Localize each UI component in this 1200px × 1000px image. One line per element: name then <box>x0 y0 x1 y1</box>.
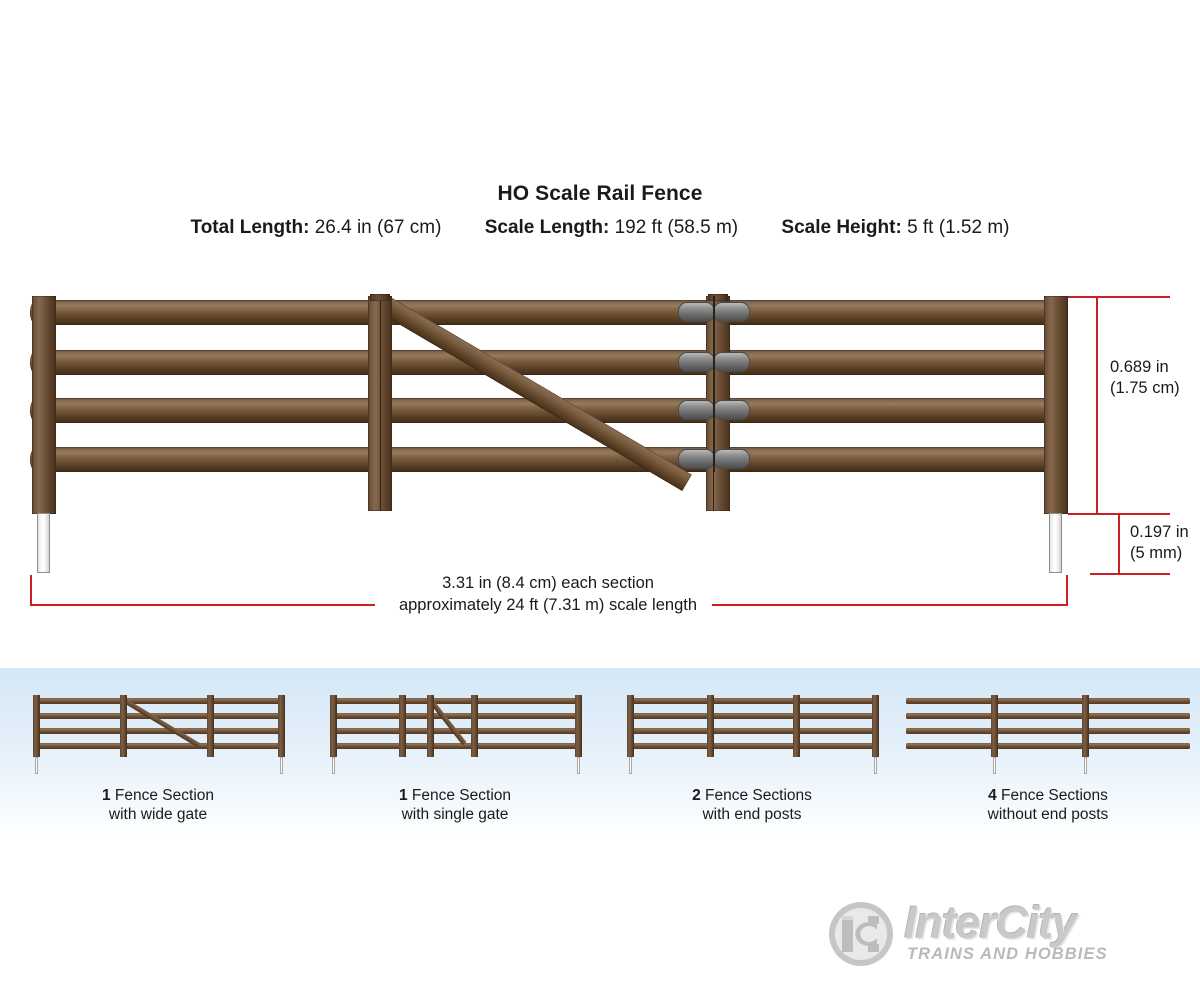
fence-rail-top <box>32 300 1068 325</box>
variant-no-end-posts-line2: without end posts <box>987 806 1109 824</box>
variant-no-end-posts-line1: 4 Fence Sections <box>988 787 1108 804</box>
spec-scale-length: Scale Length: 192 ft (58.5 m) <box>485 217 738 239</box>
variant-wide-gate-art <box>8 682 308 774</box>
gate-hinge-second <box>678 352 715 372</box>
gate-hinge-second-2 <box>713 352 750 372</box>
variant-end-posts-line2: with end posts <box>702 806 802 824</box>
brand-logo-text: InterCity TRAINS AND HOBBIES <box>904 895 1158 975</box>
variant-wide-gate-caption: 1 Fence Section with wide gate <box>8 786 308 825</box>
dim-tick-left <box>30 575 32 605</box>
variant-end-posts-caption: 2 Fence Sections with end posts <box>602 786 902 825</box>
gate-post-left-cap <box>370 294 390 301</box>
dim-ext-line-bottom <box>1090 573 1170 575</box>
dim-label-section-line2: approximately 24 ft (7.31 m) scale lengt… <box>398 595 698 614</box>
gate-hinge-third-2 <box>713 400 750 420</box>
spec-total-length: Total Length: 26.4 in (67 cm) <box>191 217 442 239</box>
gate-hinge-bottom-2 <box>713 449 750 469</box>
dim-label-section-line1: 3.31 in (8.4 cm) each section <box>442 574 654 592</box>
variant-end-posts: 2 Fence Sections with end posts <box>602 668 902 840</box>
dim-bar-pin-length <box>1118 513 1120 575</box>
variant-wide-gate-line1: 1 Fence Section <box>101 787 215 804</box>
dim-ext-line-top <box>1068 296 1170 298</box>
spec-scale-height-value: 5 ft (1.52 m) <box>907 217 1010 238</box>
variant-no-end-posts-art <box>898 682 1198 774</box>
dim-bar-fence-height <box>1096 296 1098 515</box>
gate-hinge-bottom <box>678 449 715 469</box>
main-fence-diagram: 0.689 in (1.75 cm) 0.197 in (5 mm) 3.31 … <box>0 270 1200 630</box>
variant-end-posts-line1: 2 Fence Sections <box>692 787 812 804</box>
variant-wide-gate-line2: with wide gate <box>108 806 208 824</box>
variant-no-end-posts: 4 Fence Sections without end posts <box>898 668 1198 840</box>
fence-rail-bottom <box>32 447 1068 472</box>
page-title: HO Scale Rail Fence <box>497 182 703 205</box>
dim-label-fence-height: 0.689 in (1.75 cm) <box>1110 357 1180 399</box>
gate-post-right-cap <box>708 294 728 301</box>
variant-single-gate-art <box>305 682 605 774</box>
spec-row: Total Length: 26.4 in (67 cm) Scale Leng… <box>0 217 1200 239</box>
fence-rail-second <box>32 350 1068 375</box>
dim-label-pin-length-in: 0.197 in <box>1130 523 1189 541</box>
gate-post-left-seam <box>380 296 382 511</box>
spec-scale-height-label: Scale Height: <box>781 217 902 238</box>
gate-hinge-top <box>678 302 715 322</box>
spec-scale-length-label: Scale Length: <box>484 217 610 238</box>
spec-total-length-label: Total Length: <box>190 217 310 238</box>
dim-label-pin-length-mm: (5 mm) <box>1130 544 1183 563</box>
mounting-pin-right <box>1049 513 1062 573</box>
dim-tick-right <box>1066 575 1068 605</box>
dim-span-left <box>30 604 375 606</box>
variant-single-gate-line2: with single gate <box>401 806 509 824</box>
brand-logo: InterCity TRAINS AND HOBBIES <box>828 895 1158 975</box>
dim-label-fence-height-in: 0.689 in <box>1110 358 1169 376</box>
dim-label-section: 3.31 in (8.4 cm) each section approximat… <box>348 573 748 617</box>
mounting-pin-left <box>37 513 50 573</box>
variant-wide-gate: 1 Fence Section with wide gate <box>8 668 308 840</box>
variant-single-gate-caption: 1 Fence Section with single gate <box>305 786 605 825</box>
spec-scale-length-value: 192 ft (58.5 m) <box>614 217 739 238</box>
variant-single-gate: 1 Fence Section with single gate <box>305 668 605 840</box>
brand-tagline: TRAINS AND HOBBIES <box>907 945 1108 963</box>
gate-hinge-third <box>678 400 715 420</box>
spec-total-length-value: 26.4 in (67 cm) <box>314 217 442 238</box>
gate-hinge-top-2 <box>713 302 750 322</box>
dim-span-right <box>712 604 1068 606</box>
spec-scale-height: Scale Height: 5 ft (1.52 m) <box>781 217 1009 239</box>
fence-post-right-end <box>1044 296 1068 514</box>
fence-post-left-end <box>32 296 56 514</box>
dim-label-pin-length: 0.197 in (5 mm) <box>1130 522 1189 564</box>
intercity-monogram-icon <box>828 901 894 967</box>
gate-hinge-seam <box>713 296 715 472</box>
dim-label-fence-height-cm: (1.75 cm) <box>1110 379 1180 398</box>
variant-end-posts-art <box>602 682 902 774</box>
brand-wordmark: InterCity <box>904 897 1077 948</box>
variant-no-end-posts-caption: 4 Fence Sections without end posts <box>898 786 1198 825</box>
header: HO Scale Rail Fence Total Length: 26.4 i… <box>0 182 1200 239</box>
variant-single-gate-line1: 1 Fence Section <box>398 787 512 804</box>
variant-panel: 1 Fence Section with wide gate 1 Fence S… <box>0 668 1200 840</box>
